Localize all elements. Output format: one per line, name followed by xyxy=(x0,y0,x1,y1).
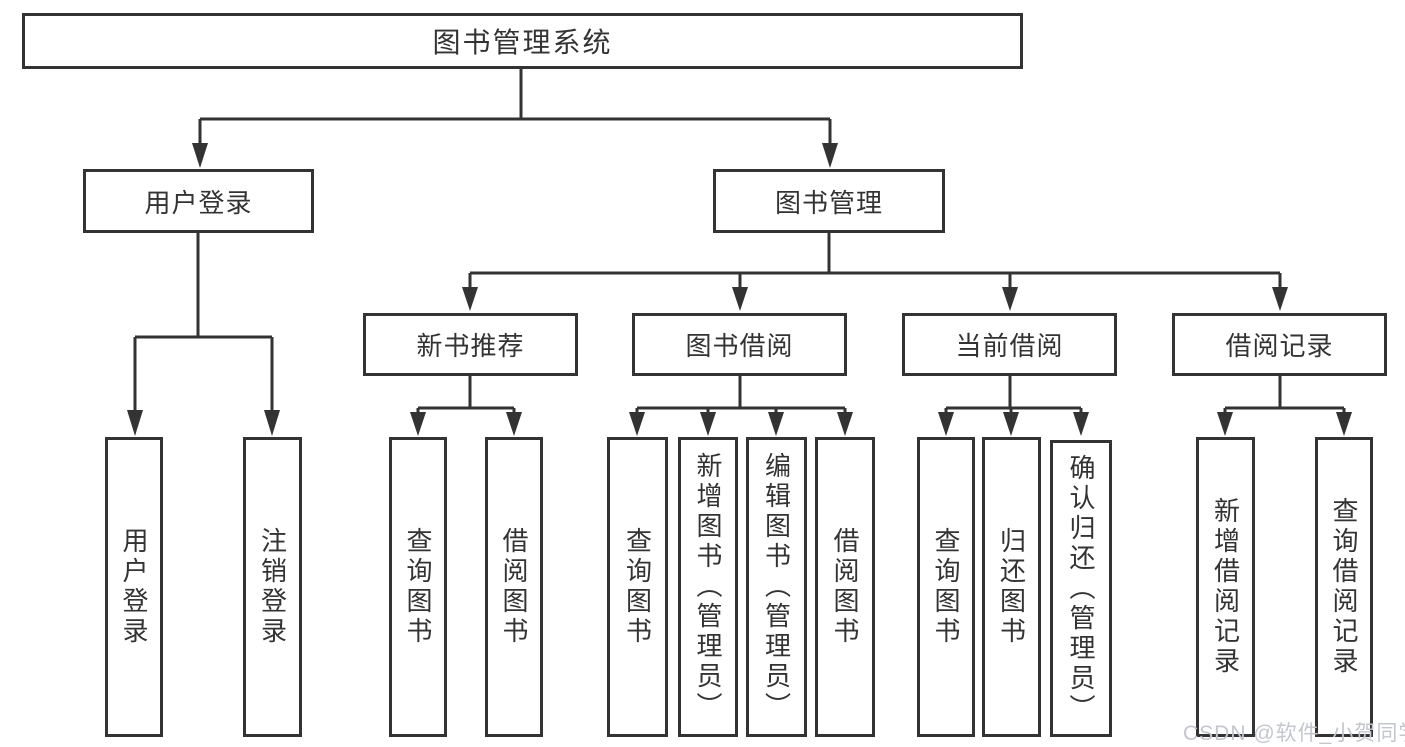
node-label: 借阅图书 xyxy=(830,527,860,647)
node-label: 用户登录 xyxy=(144,187,253,218)
node-label: 确认归还（管理员） xyxy=(1066,453,1096,724)
node-borrow-records: 借阅记录 xyxy=(1172,313,1387,376)
node-user-login-group: 用户登录 xyxy=(83,169,314,233)
node-label: 图书管理系统 xyxy=(432,27,613,58)
node-label: 借阅图书 xyxy=(499,527,529,647)
node-bb-query-books: 查询图书 xyxy=(607,437,668,737)
node-cb-return-books: 归还图书 xyxy=(982,437,1041,737)
node-current-borrow: 当前借阅 xyxy=(902,313,1117,376)
node-label: 归还图书 xyxy=(996,527,1027,647)
node-bb-borrow-books: 借阅图书 xyxy=(815,437,875,737)
node-label: 图书管理 xyxy=(774,187,883,218)
node-label: 查询图书 xyxy=(403,527,433,647)
node-bb-edit-books: 编辑图书（管理员） xyxy=(746,437,807,737)
node-nbr-borrow-books: 借阅图书 xyxy=(485,437,543,737)
csdn-watermark: CSDN @软件_小贺同学 xyxy=(1183,722,1405,745)
node-br-add-record: 新增借阅记录 xyxy=(1196,437,1255,737)
node-label: 新增借阅记录 xyxy=(1210,497,1241,677)
node-cb-confirm-return: 确认归还（管理员） xyxy=(1050,440,1112,737)
node-label: 当前借阅 xyxy=(955,331,1064,361)
node-new-book-recommend: 新书推荐 xyxy=(363,313,578,376)
arrowheads xyxy=(127,143,1352,436)
node-user-login-leaf: 用户登录 xyxy=(105,437,163,737)
node-label: 注销登录 xyxy=(257,527,288,647)
node-label: 图书借阅 xyxy=(685,331,794,361)
node-book-management: 图书管理 xyxy=(713,169,945,233)
node-book-borrow: 图书借阅 xyxy=(632,313,847,376)
node-label: 用户登录 xyxy=(119,527,149,647)
node-cb-query-books: 查询图书 xyxy=(917,437,975,737)
node-label: 查询图书 xyxy=(622,527,653,647)
node-label: 新书推荐 xyxy=(416,331,525,361)
node-label: 查询借阅记录 xyxy=(1329,497,1359,677)
node-br-query-record: 查询借阅记录 xyxy=(1315,437,1373,737)
node-label: 查询图书 xyxy=(931,527,961,647)
node-label: 新增图书（管理员） xyxy=(693,452,723,722)
node-label: 借阅记录 xyxy=(1225,331,1334,361)
node-nbr-query-books: 查询图书 xyxy=(389,437,447,737)
node-library-management-system: 图书管理系统 xyxy=(22,13,1023,69)
node-label: 编辑图书（管理员） xyxy=(761,452,792,722)
node-bb-add-books: 新增图书（管理员） xyxy=(678,437,738,737)
node-logout-leaf: 注销登录 xyxy=(243,437,302,737)
